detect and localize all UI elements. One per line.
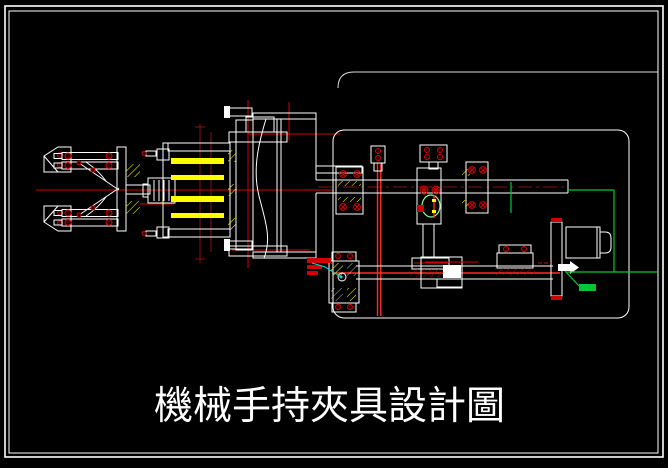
top-mount-bracket <box>228 116 288 143</box>
sheet-border-frame <box>4 5 664 458</box>
motor <box>565 226 612 259</box>
support-bracket <box>252 112 317 259</box>
green-ellipse-marker <box>421 194 441 218</box>
green-wire <box>510 182 657 291</box>
drawing-title: 機械手持夾具設計圖 <box>154 385 506 428</box>
coupling-block <box>420 256 478 289</box>
mounting-flange <box>224 106 254 251</box>
leader-line <box>311 262 342 278</box>
clevis-pad-top <box>126 164 140 177</box>
flange-bolt-top <box>224 106 253 118</box>
bearing-block-right <box>462 161 489 214</box>
centerlines <box>36 100 566 316</box>
end-wall <box>538 218 563 300</box>
gripper-assembly <box>43 146 151 232</box>
bearing-block-left <box>335 166 364 215</box>
lever-curve <box>255 118 269 259</box>
actuator-body <box>141 142 231 239</box>
bearing-block-yellow <box>495 244 535 275</box>
bottom-mount-bracket <box>228 245 288 257</box>
flange-bolt-bottom <box>224 239 253 251</box>
center-bearing-tower <box>410 144 451 277</box>
drive-box-outline <box>332 71 658 319</box>
push-rod <box>125 184 151 195</box>
piston-rod-end <box>142 177 176 204</box>
shaft-bracket-small <box>370 145 386 172</box>
green-part-label <box>579 284 596 291</box>
end-screw <box>558 261 579 274</box>
pillow-block-left-bottom <box>328 251 360 313</box>
clevis-pad-bottom <box>126 201 140 214</box>
gripper-linkage <box>76 160 120 218</box>
main-shaft <box>315 165 569 194</box>
gripper-finger-bars <box>53 152 119 227</box>
red-part-annotation <box>307 258 342 278</box>
